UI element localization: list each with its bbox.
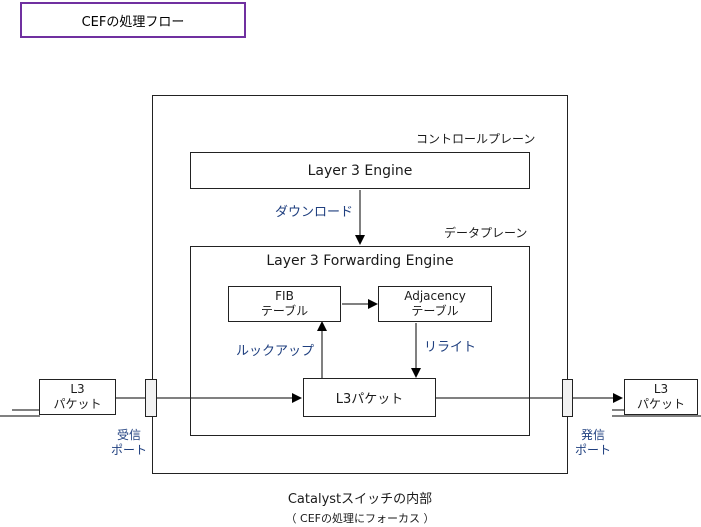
egress-port-label: 発信 ポート (568, 428, 618, 458)
ingress-packet-box: L3 パケット (39, 379, 116, 415)
ingress-port-line2: ポート (110, 443, 147, 457)
catalyst-switch-box (152, 95, 568, 474)
ingress-port-line1: 受信 (116, 428, 141, 442)
fib-line2: テーブル (260, 304, 309, 318)
adjacency-table-box: Adjacency テーブル (378, 286, 492, 322)
ingress-port (145, 379, 157, 417)
switch-sublabel: （ CEFの処理にフォーカス ） (285, 512, 435, 525)
egress-port (562, 379, 573, 417)
layer3-engine-box: Layer 3 Engine (190, 152, 530, 189)
control-plane-label: コントロールプレーン (416, 132, 536, 146)
switch-label: Catalystスイッチの内部 (287, 492, 433, 507)
egress-port-line1: 発信 (580, 428, 605, 442)
forwarding-engine-label: Layer 3 Forwarding Engine (266, 253, 454, 269)
forwarding-engine-box (190, 246, 530, 436)
adjacency-line1: Adjacency (404, 289, 466, 303)
l3-packet-box: L3パケット (303, 378, 436, 417)
ingress-packet-line1: L3 (70, 382, 85, 396)
lookup-label: ルックアップ (236, 344, 315, 359)
egress-packet-box: L3 パケット (624, 379, 698, 415)
fib-line1: FIB (275, 289, 294, 303)
download-label: ダウンロード (275, 205, 354, 220)
ingress-packet-line2: パケット (53, 397, 102, 411)
egress-packet-line1: L3 (653, 382, 669, 396)
diagram-title: CEFの処理フロー (20, 2, 246, 38)
ingress-port-label: 受信 ポート (104, 428, 154, 458)
egress-port-line2: ポート (574, 443, 611, 457)
rewrite-label: リライト (424, 340, 477, 355)
fib-table-box: FIB テーブル (228, 286, 341, 322)
egress-packet-line2: パケット (636, 397, 685, 411)
data-plane-label: データプレーン (444, 226, 528, 240)
adjacency-line2: テーブル (411, 304, 459, 318)
